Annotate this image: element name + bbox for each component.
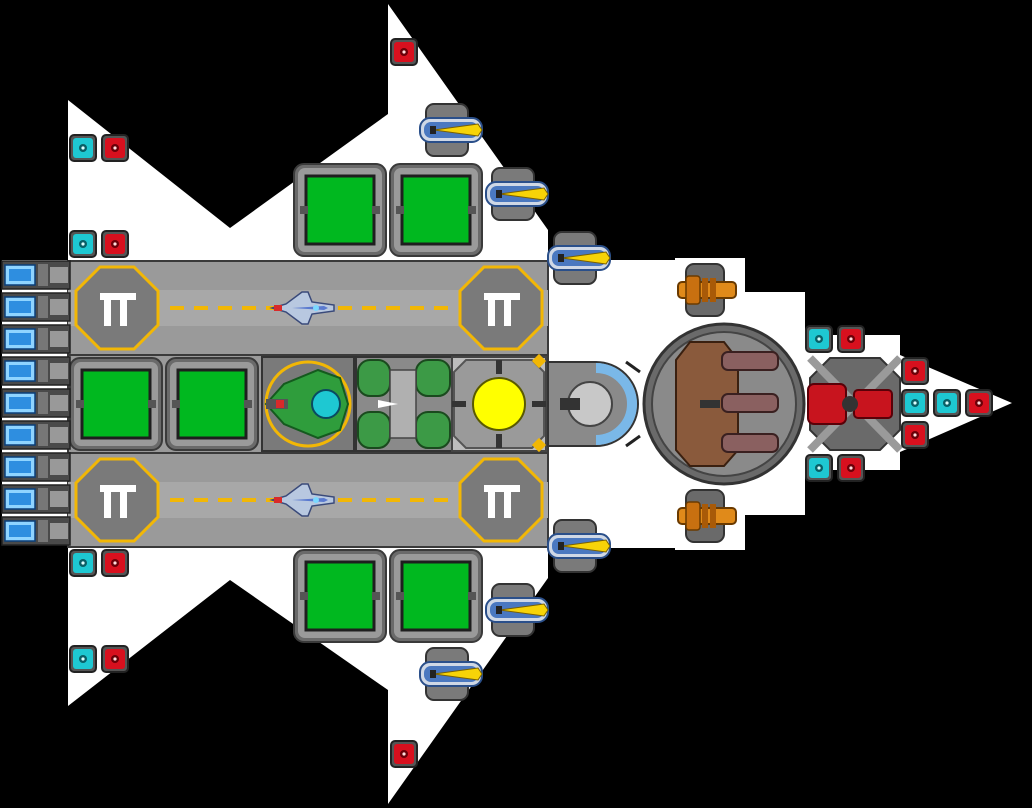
node-icon[interactable] xyxy=(69,645,97,673)
node-icon[interactable] xyxy=(901,389,929,417)
landing-pad-icon[interactable] xyxy=(458,457,544,543)
node-icon[interactable] xyxy=(101,549,129,577)
node-icon[interactable] xyxy=(101,134,129,162)
thruster-icon[interactable] xyxy=(1,292,71,322)
green-fighter-bay[interactable] xyxy=(261,356,355,452)
node-icon[interactable] xyxy=(837,454,865,482)
thruster-icon[interactable] xyxy=(1,388,71,418)
thruster-icon[interactable] xyxy=(1,356,71,386)
node-icon[interactable] xyxy=(805,325,833,353)
node-icon[interactable] xyxy=(69,549,97,577)
node-icon[interactable] xyxy=(390,740,418,768)
storage-pad[interactable] xyxy=(388,162,484,258)
fuel-tanks[interactable] xyxy=(355,356,453,452)
thruster-icon[interactable] xyxy=(1,484,71,514)
red-core-module[interactable] xyxy=(807,355,903,453)
node-icon[interactable] xyxy=(69,134,97,162)
thruster-icon[interactable] xyxy=(1,420,71,450)
storage-pad[interactable] xyxy=(292,162,388,258)
reactor-icon[interactable] xyxy=(451,353,547,453)
thruster-icon[interactable] xyxy=(1,516,71,546)
thruster-icon[interactable] xyxy=(1,452,71,482)
storage-pad[interactable] xyxy=(388,548,484,644)
node-icon[interactable] xyxy=(901,421,929,449)
node-icon[interactable] xyxy=(805,454,833,482)
node-icon[interactable] xyxy=(101,645,129,673)
node-icon[interactable] xyxy=(933,389,961,417)
turret-icon[interactable] xyxy=(485,583,549,637)
storage-pad[interactable] xyxy=(164,356,260,452)
node-icon[interactable] xyxy=(390,38,418,66)
node-icon[interactable] xyxy=(965,389,993,417)
turret-icon[interactable] xyxy=(485,167,549,221)
thruster-icon[interactable] xyxy=(1,324,71,354)
shield-emitter[interactable] xyxy=(547,360,641,448)
landing-pad-icon[interactable] xyxy=(74,265,160,351)
node-icon[interactable] xyxy=(837,325,865,353)
cargo-turret[interactable] xyxy=(642,322,806,486)
storage-pad[interactable] xyxy=(292,548,388,644)
node-icon[interactable] xyxy=(901,357,929,385)
node-icon[interactable] xyxy=(69,230,97,258)
landing-pad-icon[interactable] xyxy=(74,457,160,543)
thruster-icon[interactable] xyxy=(1,260,71,290)
landing-pad-icon[interactable] xyxy=(458,265,544,351)
storage-pad[interactable] xyxy=(68,356,164,452)
node-icon[interactable] xyxy=(101,230,129,258)
